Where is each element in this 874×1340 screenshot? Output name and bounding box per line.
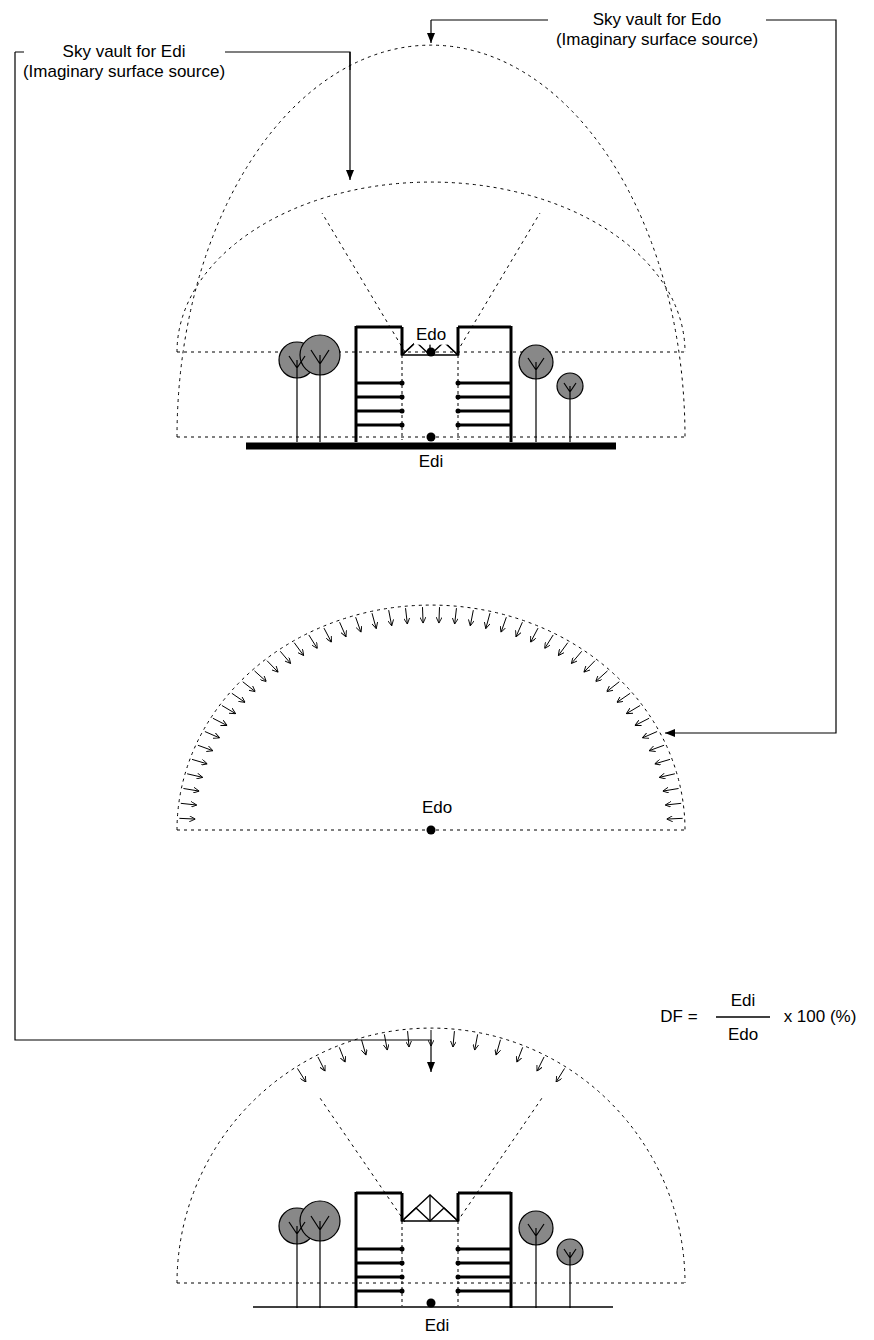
light-arrow [626,706,640,714]
light-arrow [280,651,290,663]
callout-label: (Imaginary surface source) [554,31,760,50]
ground [246,443,616,450]
light-arrow [501,617,506,632]
point-label: Edo [414,326,448,345]
light-arrow [222,706,236,714]
light-arrow [254,671,266,682]
point-label: Edi [417,453,446,472]
measurement-point [427,433,436,442]
light-arrow [324,628,331,642]
light-arrow [408,1031,409,1047]
light-arrow [406,608,408,624]
light-arrow [558,643,567,656]
light-arrow [309,635,317,649]
light-arrow [655,759,670,764]
light-arrow [297,1068,305,1082]
light-arrow [372,613,376,628]
point-label: Edo [420,799,454,818]
formula-term: DF = [658,1008,699,1027]
callout-bracket [15,20,836,1072]
light-arrow [384,1034,387,1050]
callout-label: (Imaginary surface source) [21,63,227,82]
formula-term: Edi [729,992,758,1011]
formula-term: Edo [726,1026,760,1045]
measurement-point [427,826,436,835]
building-with-trees [279,326,583,442]
light-arrow [356,617,361,632]
light-arrow [438,607,440,623]
light-arrow [198,745,213,750]
light-arrow [617,693,630,702]
sky-luminance-arrows [179,607,682,819]
light-arrow [232,693,245,702]
measurement-point [427,348,436,357]
light-arrow [556,1068,564,1082]
light-arrow [205,732,220,738]
light-arrow [187,774,203,778]
light-arrow [453,1031,454,1047]
light-arrow [663,788,679,791]
light-arrow [422,607,424,623]
callout-label: Sky vault for Edo [591,11,724,30]
fraction-bar [716,1016,770,1017]
light-arrow [339,1047,345,1062]
light-arrow [318,1057,325,1071]
point-label: Edi [423,1317,452,1336]
light-arrow [667,818,683,820]
light-arrow [181,803,197,805]
light-arrow [571,651,581,663]
light-arrow [389,610,392,626]
light-arrow [496,1040,500,1055]
light-arrow [486,613,490,628]
light-arrow [516,622,522,637]
light-arrow [665,803,681,805]
light-arrow [362,1040,366,1055]
measurement-point [427,1299,436,1308]
light-arrow [596,671,608,682]
light-arrow [475,1034,478,1050]
sky-vault [177,45,685,437]
building-with-trees [279,1192,583,1308]
light-arrow [294,643,303,656]
light-arrow [642,732,657,738]
light-arrow [192,759,207,764]
light-arrow [455,608,457,624]
light-arrow [531,628,538,642]
light-arrow [545,635,553,649]
light-arrow [179,818,195,820]
light-arrow [607,682,620,692]
light-arrow [243,682,256,692]
light-arrow [584,661,595,672]
light-arrow [659,774,675,778]
light-arrow [649,745,664,750]
light-arrow [537,1057,544,1071]
light-arrow [635,718,649,725]
light-arrow [470,610,473,626]
light-arrow [267,661,278,672]
formula-term: x 100 (%) [782,1008,859,1027]
callout-label: Sky vault for Edi [61,43,188,62]
sky-vault [177,605,685,830]
light-arrow [213,718,227,725]
light-arrow [340,622,346,637]
light-arrow [517,1047,523,1062]
light-arrow [183,788,199,791]
